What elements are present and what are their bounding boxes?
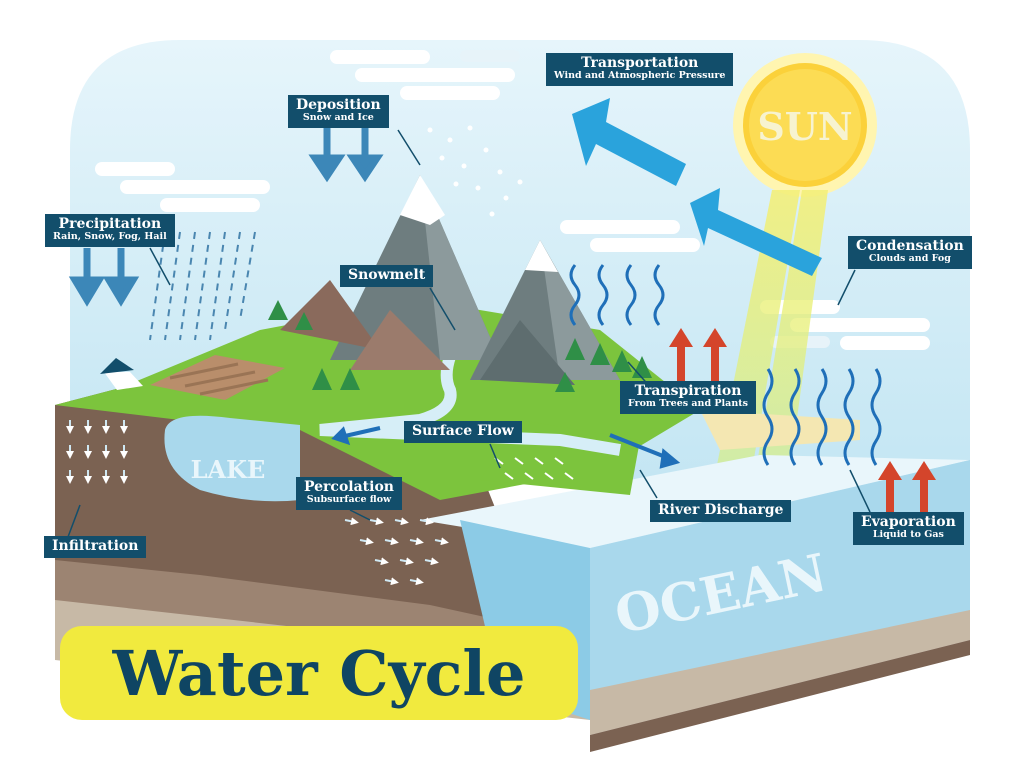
deposition-label: Deposition Snow and Ice bbox=[288, 95, 389, 128]
deposition-arrows bbox=[308, 128, 384, 183]
surface-flow-label: Surface Flow bbox=[404, 421, 522, 444]
rain bbox=[149, 231, 256, 341]
evaporation-subtitle: Liquid to Gas bbox=[872, 529, 944, 541]
wind-arrows bbox=[572, 98, 822, 276]
heat-arrows bbox=[669, 328, 936, 514]
page-title: Water Cycle bbox=[112, 636, 526, 710]
transpiration-subtitle: From Trees and Plants bbox=[628, 398, 748, 410]
river-discharge-label: River Discharge bbox=[650, 500, 792, 523]
condensation-title: Condensation bbox=[856, 238, 964, 254]
precipitation-label: Precipitation Rain, Snow, Fog, Hail bbox=[45, 214, 175, 247]
farmland bbox=[150, 355, 285, 400]
lake bbox=[164, 415, 300, 502]
trees bbox=[268, 300, 652, 392]
condensation-label: Condensation Clouds and Fog bbox=[848, 236, 972, 269]
river-discharge-title: River Discharge bbox=[658, 502, 784, 518]
seabed bbox=[590, 610, 970, 735]
transportation-title: Transportation bbox=[581, 55, 699, 71]
evaporation-title: Evaporation bbox=[861, 514, 956, 530]
house bbox=[100, 358, 143, 390]
precipitation-subtitle: Rain, Snow, Fog, Hail bbox=[53, 231, 167, 243]
mountains bbox=[280, 175, 620, 385]
transpiration-title: Transpiration bbox=[634, 383, 742, 399]
precipitation-arrows bbox=[68, 248, 140, 307]
percolation-arrows bbox=[344, 517, 449, 586]
percolation-subtitle: Subsurface flow bbox=[306, 494, 392, 506]
snowmelt-label: Snowmelt bbox=[340, 265, 434, 288]
title-banner: Water Cycle bbox=[60, 626, 578, 720]
seabed-dark bbox=[590, 640, 970, 752]
infiltration-title: Infiltration bbox=[52, 538, 139, 554]
precipitation-title: Precipitation bbox=[58, 216, 162, 232]
lake-label: LAKE bbox=[191, 455, 266, 484]
deposition-title: Deposition bbox=[296, 97, 381, 113]
transportation-subtitle: Wind and Atmospheric Pressure bbox=[554, 70, 726, 82]
sun-label: SUN bbox=[757, 104, 852, 149]
beach bbox=[700, 410, 860, 450]
transportation-label: Transportation Wind and Atmospheric Pres… bbox=[546, 53, 734, 86]
infiltration-label: Infiltration bbox=[44, 536, 147, 559]
surface-flow-arrows bbox=[494, 457, 574, 480]
sun bbox=[733, 53, 877, 197]
deposition-subtitle: Snow and Ice bbox=[302, 112, 374, 124]
percolation-title: Percolation bbox=[304, 479, 394, 495]
flow-arrows bbox=[331, 426, 681, 469]
condensation-subtitle: Clouds and Fog bbox=[868, 253, 951, 265]
infiltration-arrows bbox=[66, 420, 128, 484]
surface-flow-title: Surface Flow bbox=[412, 423, 514, 439]
snowflakes bbox=[427, 125, 523, 217]
evaporation-label: Evaporation Liquid to Gas bbox=[853, 512, 964, 545]
snowmelt-title: Snowmelt bbox=[348, 267, 426, 283]
vapor-squiggles bbox=[569, 264, 882, 466]
transpiration-label: Transpiration From Trees and Plants bbox=[620, 381, 756, 414]
percolation-label: Percolation Subsurface flow bbox=[296, 477, 402, 510]
